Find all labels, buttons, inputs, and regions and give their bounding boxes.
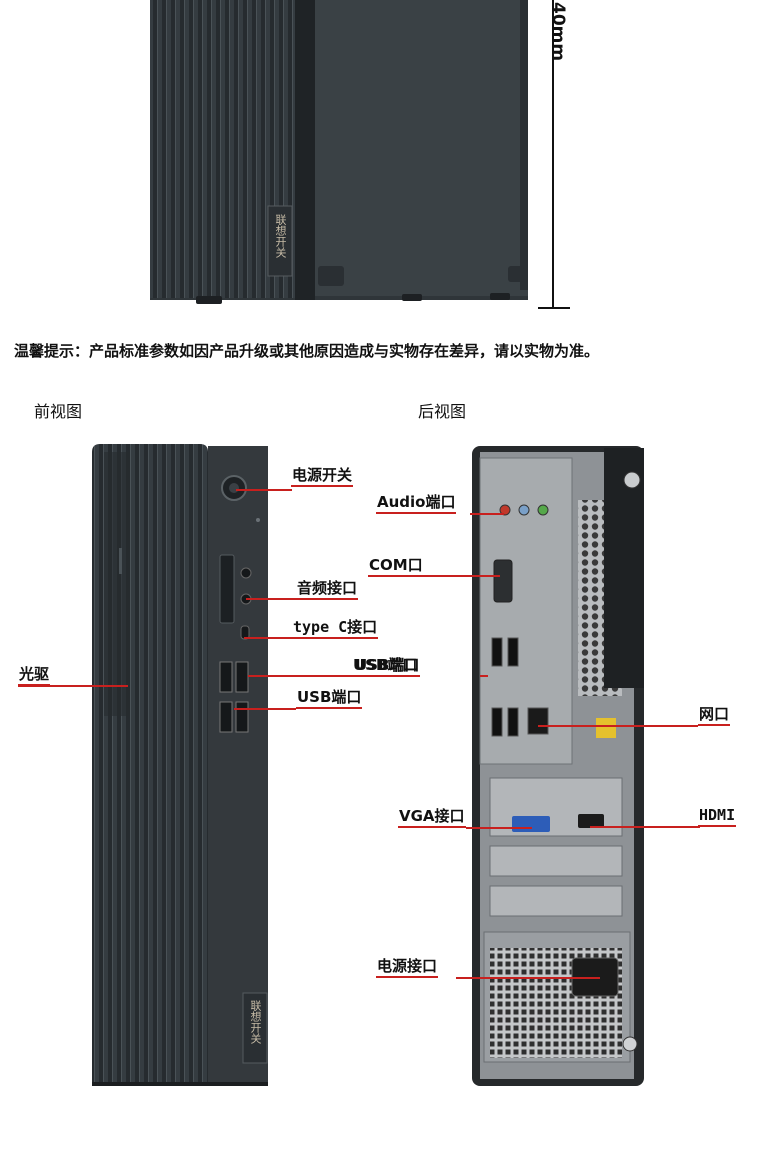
top-tower-side-view [150, 0, 528, 304]
front-view-title: 前视图 [34, 402, 83, 421]
callout-power-port: 电源接口 [376, 958, 439, 978]
dimension-indicator [538, 0, 570, 309]
callout-vga-port: VGA接口 [398, 808, 466, 828]
top-brand-badge: 联想开关 [274, 214, 287, 258]
callout-power-switch: 电源开关 [291, 467, 354, 487]
callout-audio-jack: 音频接口 [296, 580, 359, 600]
callout-audio-port: Audio端口 [376, 494, 457, 514]
disclaimer-notice: 温馨提示：产品标准参数如因产品升级或其他原因造成与实物存在差异，请以实物为准。 [14, 342, 600, 360]
front-brand-badge: 联想开关 [249, 1000, 262, 1044]
dimension-label: 40mm [548, 2, 568, 62]
callout-hdmi-port: HDMI [698, 807, 737, 827]
front-tower [92, 444, 268, 1086]
rear-view-title: 后视图 [418, 402, 467, 421]
callout-usb-lower: USB端口 [296, 689, 363, 709]
callout-usb-port: USB端口 [352, 657, 419, 677]
rear-tower [472, 446, 644, 1086]
callout-optical-drive: 光驱 [18, 666, 51, 686]
callout-lines [18, 489, 700, 979]
callout-network-port: 网口 [698, 706, 731, 726]
callout-com-port: COM口 [368, 557, 424, 577]
callout-type-c: type C接口 [292, 619, 379, 639]
